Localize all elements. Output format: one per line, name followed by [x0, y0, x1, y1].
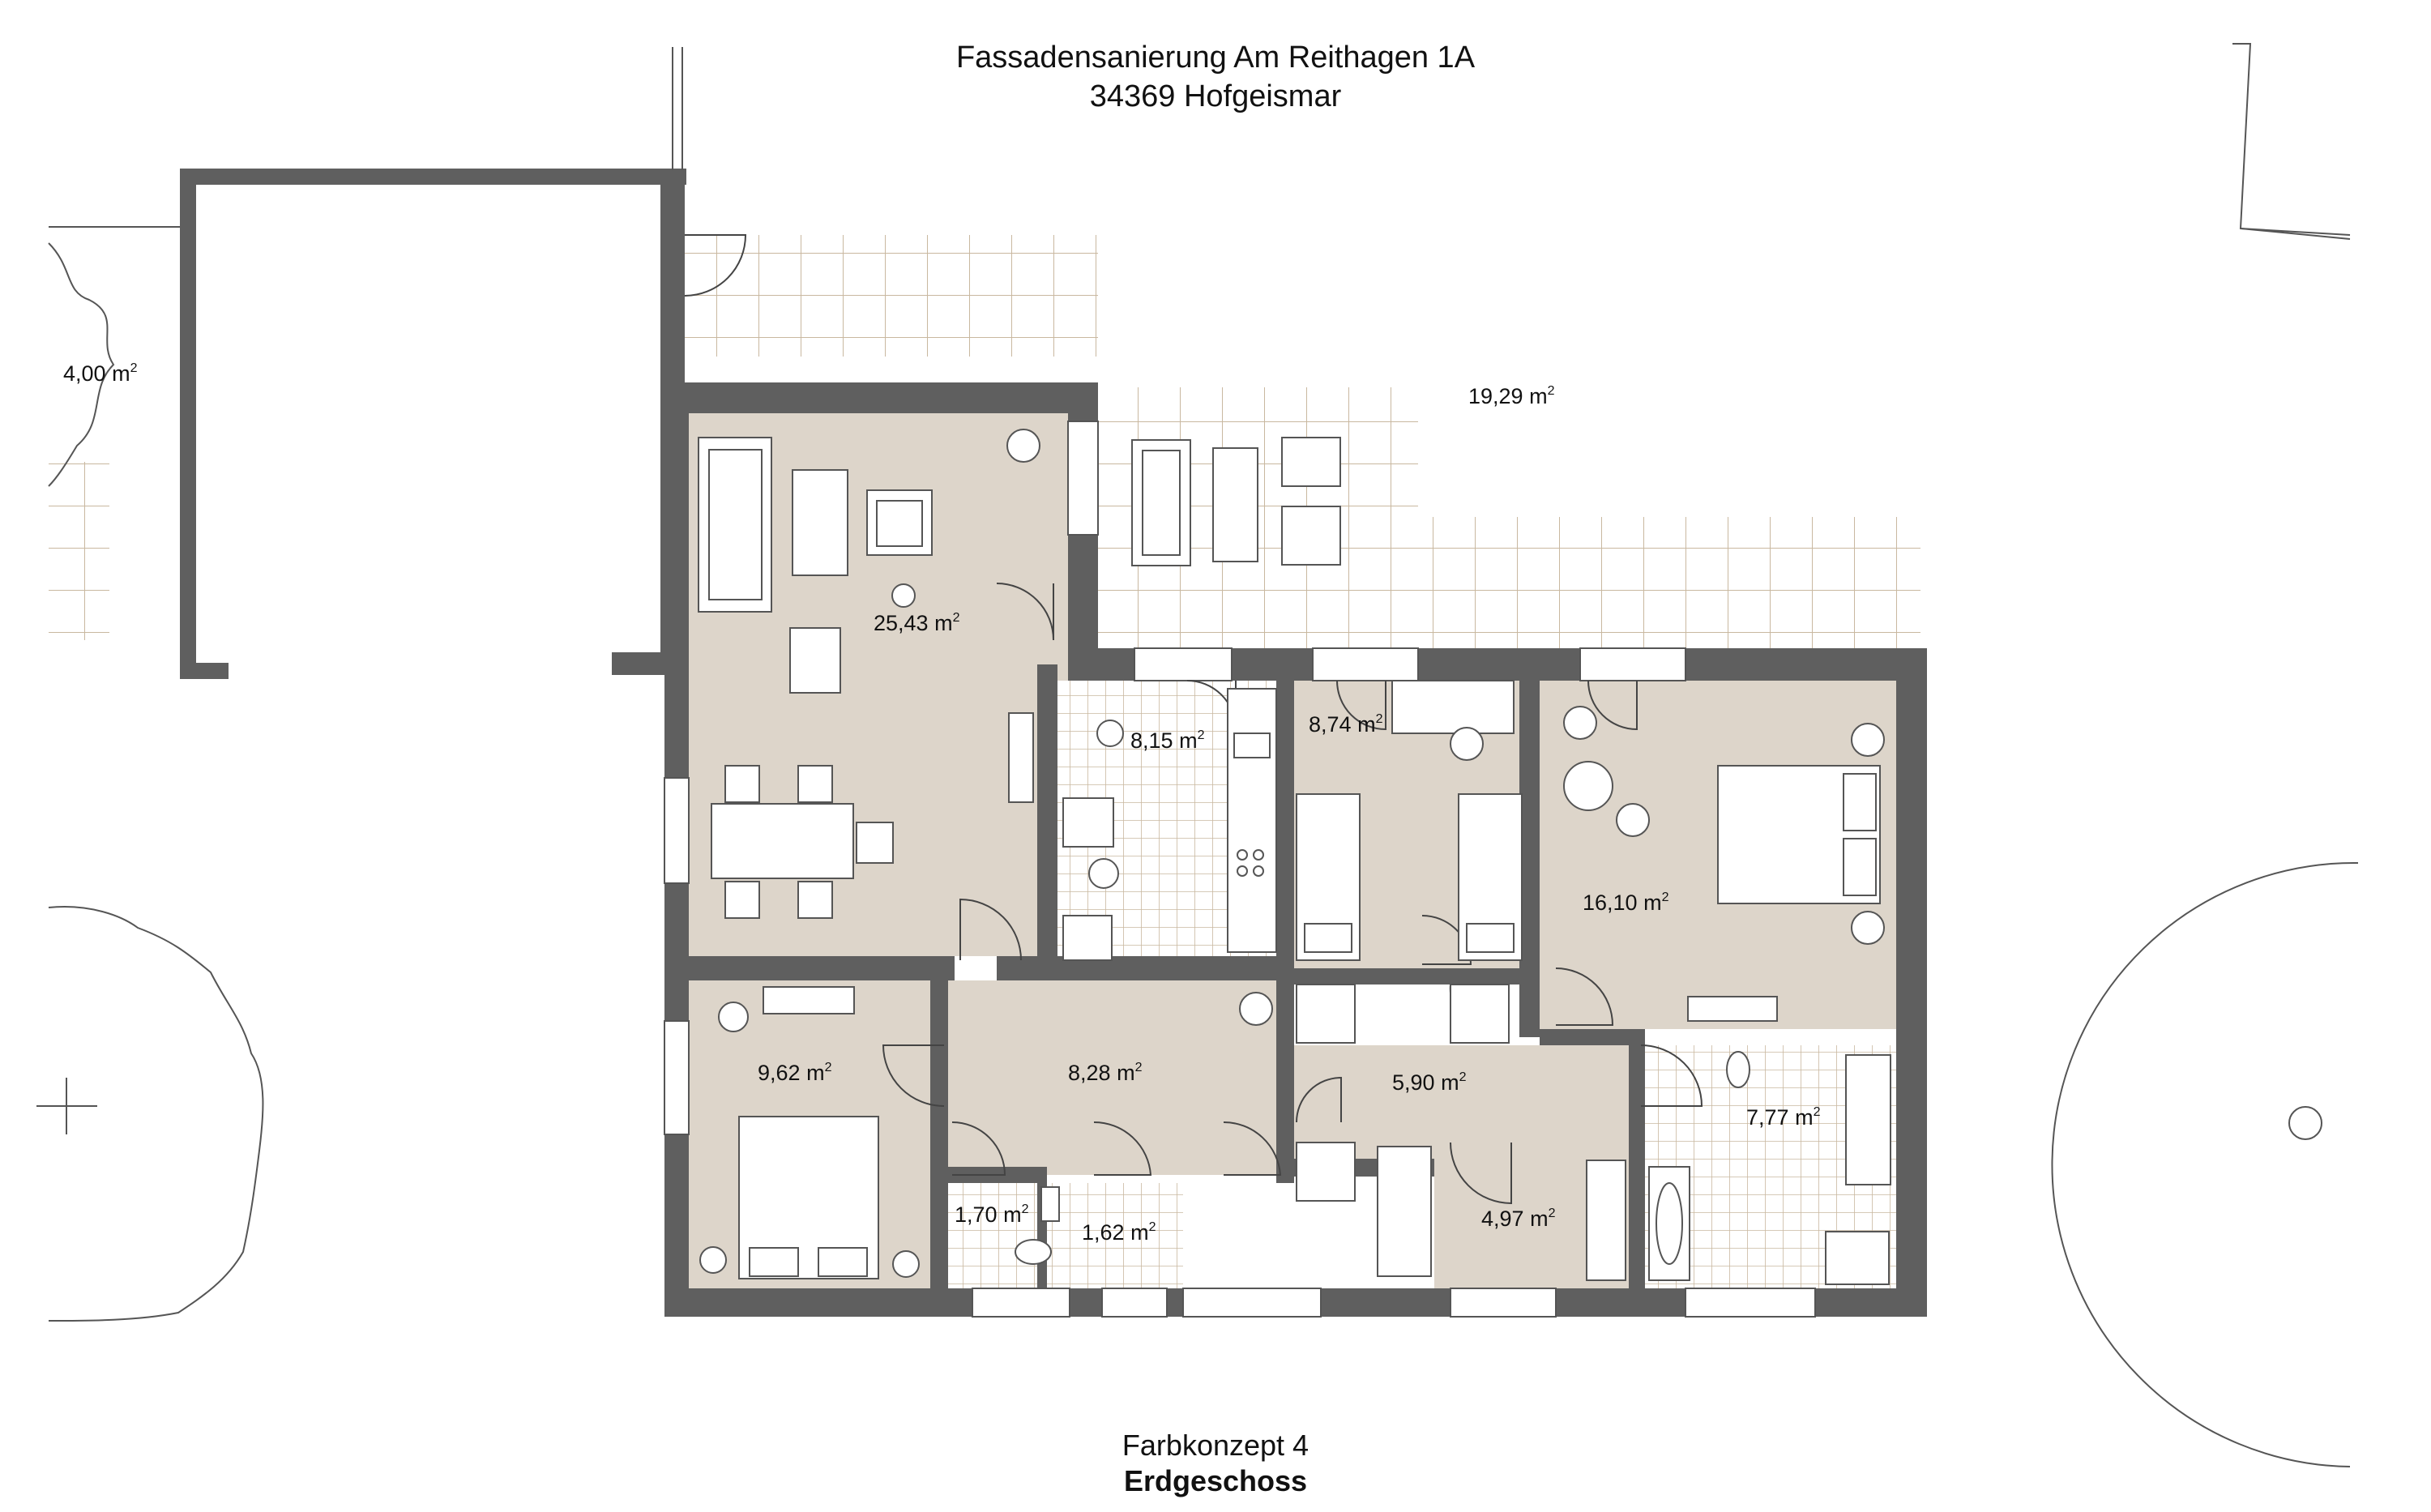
- area-label: 25,43 m2: [874, 611, 960, 635]
- area-label: 8,74 m2: [1309, 712, 1383, 737]
- area-label: 7,77 m2: [1746, 1105, 1821, 1130]
- area-label: 16,10 m2: [1583, 891, 1669, 915]
- project-title: Fassadensanierung Am Reithagen 1A: [955, 41, 1476, 75]
- area-label: 1,70 m2: [955, 1202, 1029, 1227]
- terrace-tiles: [49, 235, 1920, 651]
- area-label: 1,62 m2: [1082, 1220, 1156, 1245]
- area-label: 4,97 m2: [1481, 1207, 1556, 1231]
- project-address: 34369 Hofgeismar: [1089, 79, 1342, 113]
- area-label: 8,28 m2: [1068, 1061, 1143, 1085]
- area-label: 19,29 m2: [1468, 384, 1555, 408]
- area-label: 4,00 m2: [63, 361, 138, 386]
- furniture: [698, 429, 1891, 1285]
- floor-name: Erdgeschoss: [1123, 1464, 1308, 1497]
- color-concept-label: Farbkonzept 4: [1122, 1429, 1309, 1462]
- area-label: 8,15 m2: [1130, 728, 1205, 753]
- garden-outlines: [36, 43, 2359, 1467]
- area-labels: 4,00 m2 19,29 m2 25,43 m2 8,15 m2 8,74 m…: [63, 361, 1821, 1245]
- windows: [664, 421, 1816, 1318]
- area-label: 5,90 m2: [1392, 1070, 1467, 1095]
- area-label: 9,62 m2: [758, 1061, 832, 1085]
